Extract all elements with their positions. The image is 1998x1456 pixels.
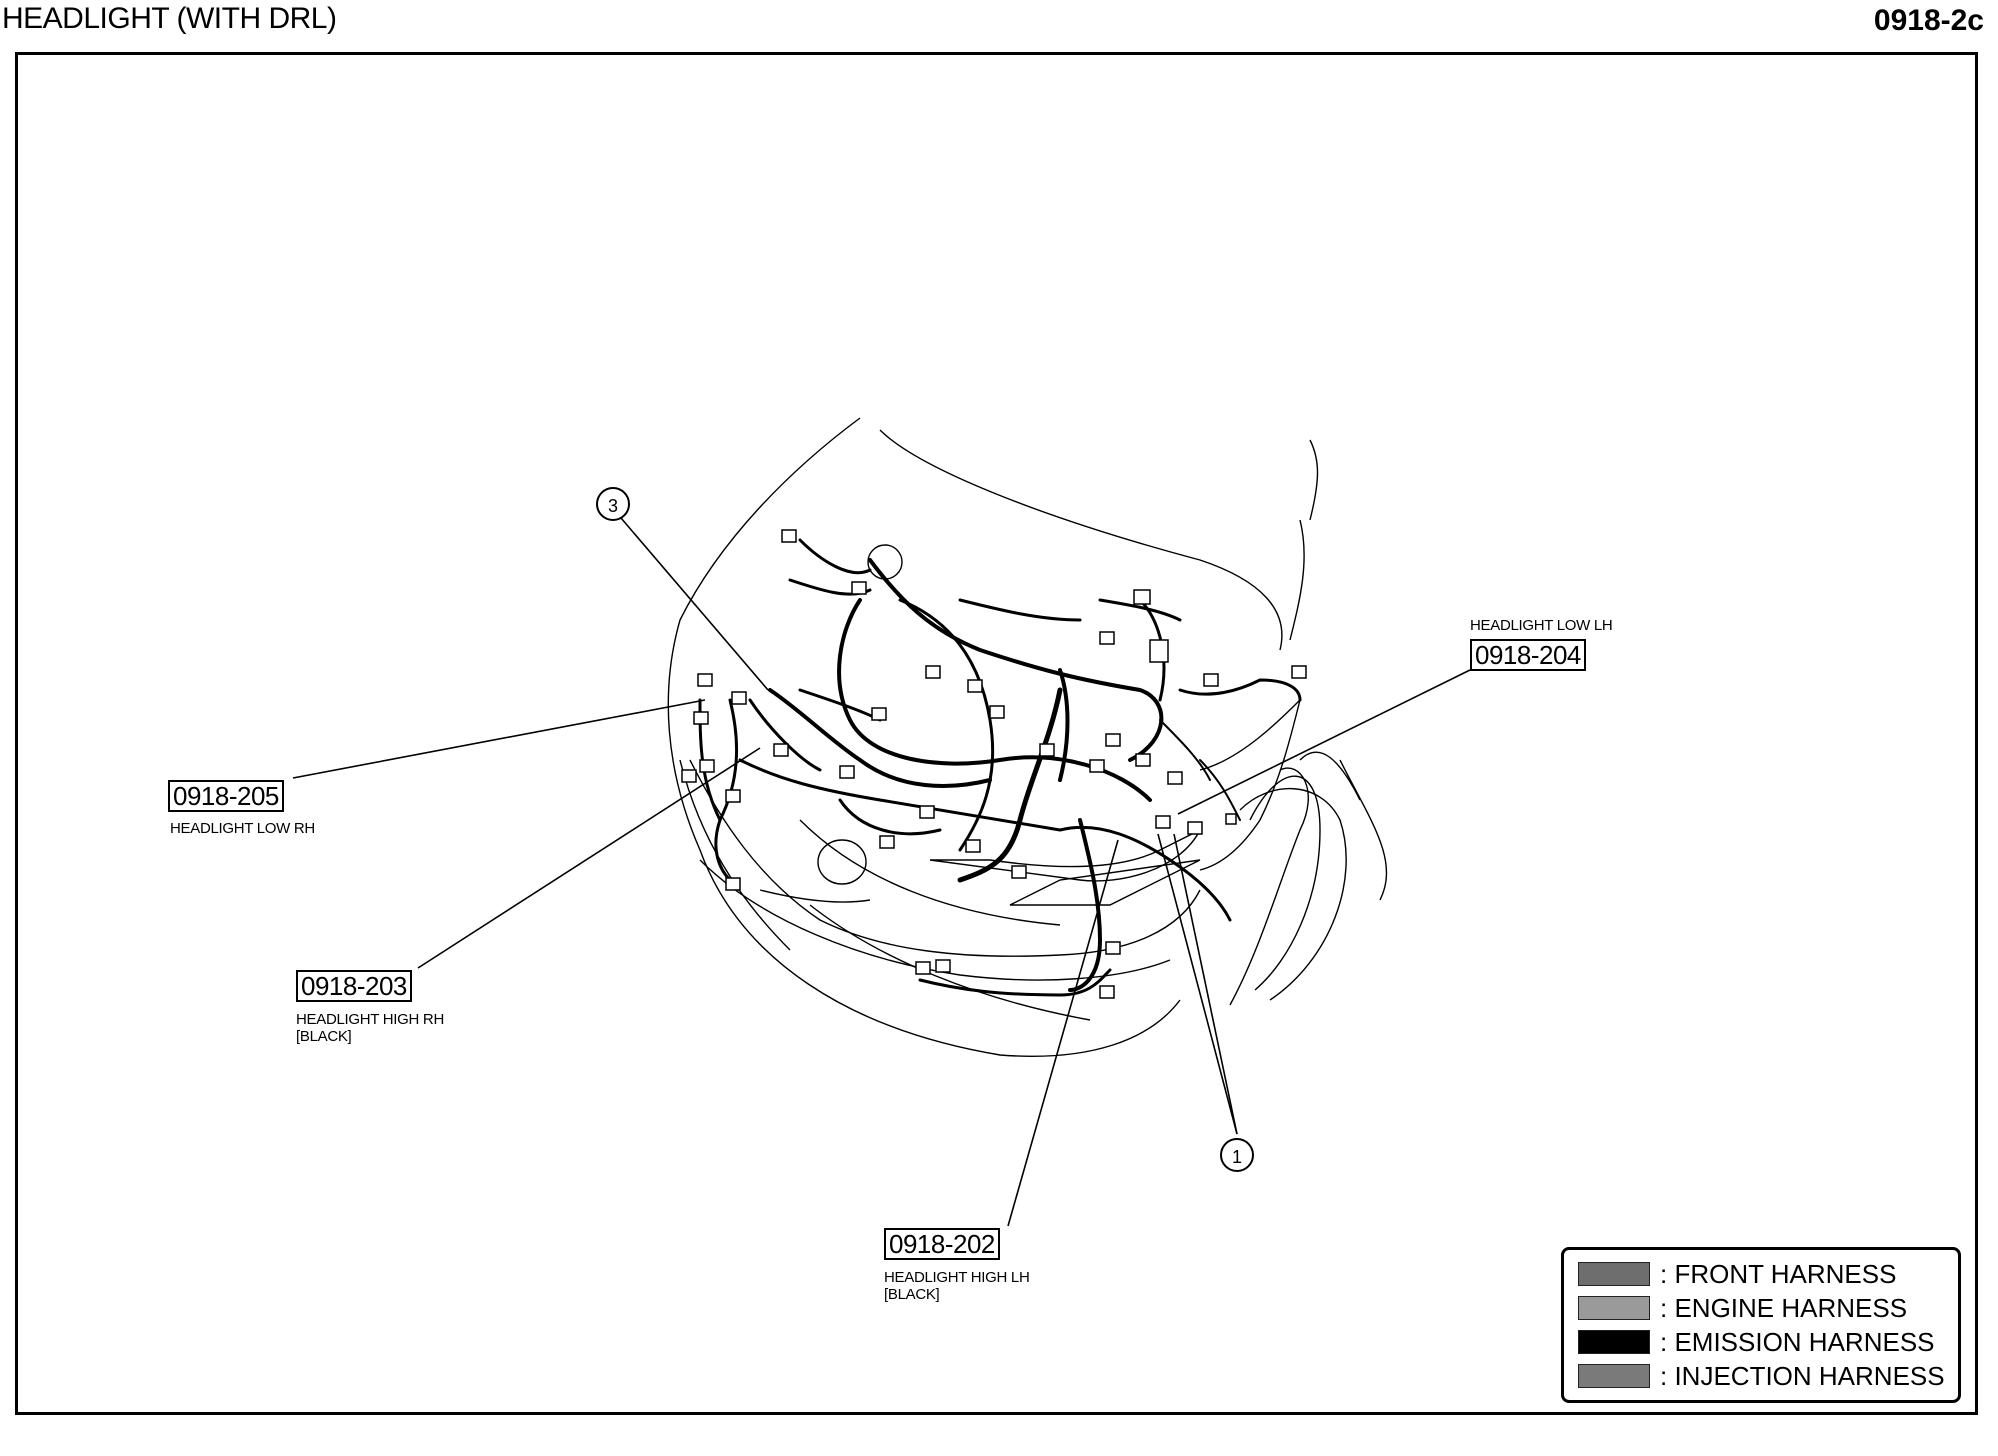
callout-0918-204-label: HEADLIGHT LOW LH bbox=[1470, 617, 1613, 634]
vehicle-body-outline bbox=[667, 417, 1388, 1057]
legend-row-engine-harness: : ENGINE HARNESS bbox=[1578, 1293, 1907, 1323]
legend-row-emission-harness: : EMISSION HARNESS bbox=[1578, 1327, 1935, 1357]
emission-harness-swatch bbox=[1578, 1330, 1650, 1354]
callout-0918-204-code: 0918-204 bbox=[1470, 639, 1586, 671]
callout-0918-205-label: HEADLIGHT LOW RH bbox=[170, 820, 315, 837]
legend-label: : EMISSION HARNESS bbox=[1660, 1326, 1935, 1357]
callout-0918-203-label: HEADLIGHT HIGH RH [BLACK] bbox=[296, 1011, 444, 1045]
harness-connectors bbox=[681, 529, 1307, 999]
diagram-frame bbox=[15, 52, 1978, 1415]
callout-0918-202-label: HEADLIGHT HIGH LH [BLACK] bbox=[884, 1269, 1030, 1303]
front-harness-swatch bbox=[1578, 1262, 1650, 1286]
callout-label-line: HEADLIGHT LOW LH bbox=[1470, 617, 1613, 634]
callout-label-line: HEADLIGHT HIGH LH bbox=[884, 1269, 1030, 1286]
callout-label-line: HEADLIGHT LOW RH bbox=[170, 820, 315, 837]
callout-label-line: [BLACK] bbox=[884, 1286, 940, 1303]
callout-0918-203-code: 0918-203 bbox=[296, 970, 412, 1002]
callout-label-line: [BLACK] bbox=[296, 1028, 352, 1045]
engine-harness-swatch bbox=[1578, 1296, 1650, 1320]
marker-3: 3 bbox=[596, 487, 630, 521]
legend-label: : ENGINE HARNESS bbox=[1660, 1292, 1908, 1323]
page-code: 0918-2c bbox=[1873, 4, 1984, 37]
legend-label: : INJECTION HARNESS bbox=[1660, 1360, 1945, 1391]
leader-lines bbox=[292, 517, 1471, 1227]
legend-row-injection-harness: : INJECTION HARNESS bbox=[1578, 1361, 1945, 1391]
harness-legend: : FRONT HARNESS : ENGINE HARNESS : EMISS… bbox=[1561, 1247, 1961, 1403]
callout-0918-202-code: 0918-202 bbox=[884, 1228, 1000, 1260]
marker-1: 1 bbox=[1220, 1138, 1254, 1172]
callout-0918-205-code: 0918-205 bbox=[168, 780, 284, 812]
legend-label: : FRONT HARNESS bbox=[1660, 1258, 1897, 1289]
legend-row-front-harness: : FRONT HARNESS bbox=[1578, 1259, 1896, 1289]
callout-label-line: HEADLIGHT HIGH RH bbox=[296, 1011, 444, 1028]
injection-harness-swatch bbox=[1578, 1364, 1650, 1388]
page-title: HEADLIGHT (WITH DRL) bbox=[2, 2, 337, 35]
